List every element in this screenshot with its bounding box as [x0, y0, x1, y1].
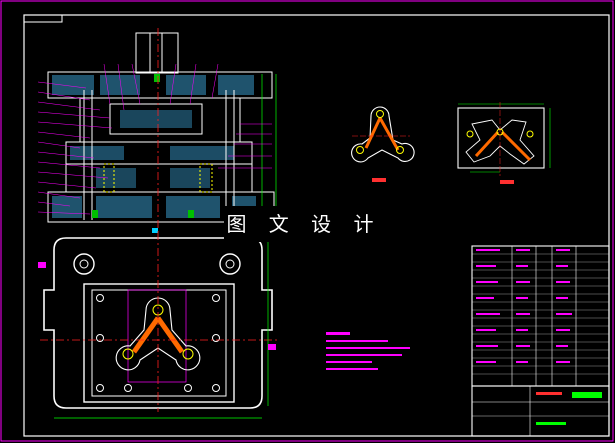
parts-list: [471, 245, 610, 437]
lower-plate-hatch-mid2: [166, 196, 220, 218]
plan-hole-left: [122, 348, 134, 360]
plan-slot: [131, 316, 185, 354]
spring-right: [199, 163, 213, 193]
cavity-region: [127, 289, 187, 383]
title-text-mark-2: [536, 422, 566, 425]
shank-inner: [149, 32, 163, 74]
green-title-stamp: [572, 392, 602, 398]
part-dim-caption: [500, 180, 514, 184]
plan-hole-right: [182, 348, 194, 360]
guide-hole-right-inner: [225, 259, 235, 269]
hole-dim-right: [526, 130, 534, 138]
guide-hole-left: [73, 253, 95, 275]
hole-small-right: [396, 146, 404, 154]
lower-plate-hatch-mid: [96, 196, 152, 218]
screw-holes: [96, 294, 220, 392]
plan-part-outline: [115, 297, 201, 371]
upper-plate-hatch-mid2: [166, 75, 206, 95]
upper-plate-hatch-mid: [100, 75, 140, 95]
punch-plate-hatch: [120, 110, 192, 128]
punch-holder: [109, 103, 203, 135]
title-text-mark: [536, 392, 562, 395]
hole-small-top: [376, 110, 384, 118]
upper-plate-hatch-left: [52, 75, 94, 95]
part-outline-small: [351, 106, 415, 163]
corner-tab: [23, 14, 63, 23]
plan-marker-right: [268, 344, 276, 350]
guide-hole-left-inner: [79, 259, 89, 269]
parts-list-text-marks: [476, 249, 572, 363]
die-hatch-left: [96, 168, 136, 188]
die-plate-outline: [83, 283, 235, 403]
leaders-right: [218, 123, 272, 169]
punch-shank: [135, 32, 179, 74]
plan-view: [38, 232, 278, 419]
hole-dim-left: [466, 130, 474, 138]
part-slot-dim: [474, 130, 532, 162]
leaders-left: [37, 81, 113, 215]
green-marker-1: [154, 74, 160, 82]
die-base-outline: [43, 237, 273, 409]
blank-rect: [457, 107, 545, 169]
technical-notes: [326, 332, 410, 370]
front-section-view: [37, 28, 277, 233]
stripper-hatch-left: [70, 146, 124, 160]
sheet-inner-border: [23, 14, 610, 437]
die-hatch-right: [170, 168, 210, 188]
green-marker-3: [188, 210, 194, 218]
die-plate-inner: [91, 289, 227, 397]
part-view-small: [351, 106, 415, 182]
cyan-marker: [152, 228, 158, 233]
part-slot-small: [364, 117, 400, 151]
part-small-caption: [372, 178, 386, 182]
plan-marker-left: [38, 262, 46, 268]
watermark-stamp: 图 文 设 计: [224, 206, 384, 242]
parts-list-rows: [472, 253, 609, 375]
title-block-frame: [471, 385, 610, 437]
green-marker-2: [92, 210, 98, 218]
part-outline-dim: [465, 119, 535, 165]
lower-plate-hatch-left: [52, 196, 82, 218]
guide-hole-right: [219, 253, 241, 275]
spring-left: [103, 163, 115, 193]
part-view-dimensioned: [457, 102, 551, 184]
stripper-hatch-right: [170, 146, 234, 160]
upper-plate-hatch-right: [218, 75, 254, 95]
hole-small-left: [356, 146, 364, 154]
leaders-top: [103, 63, 219, 111]
